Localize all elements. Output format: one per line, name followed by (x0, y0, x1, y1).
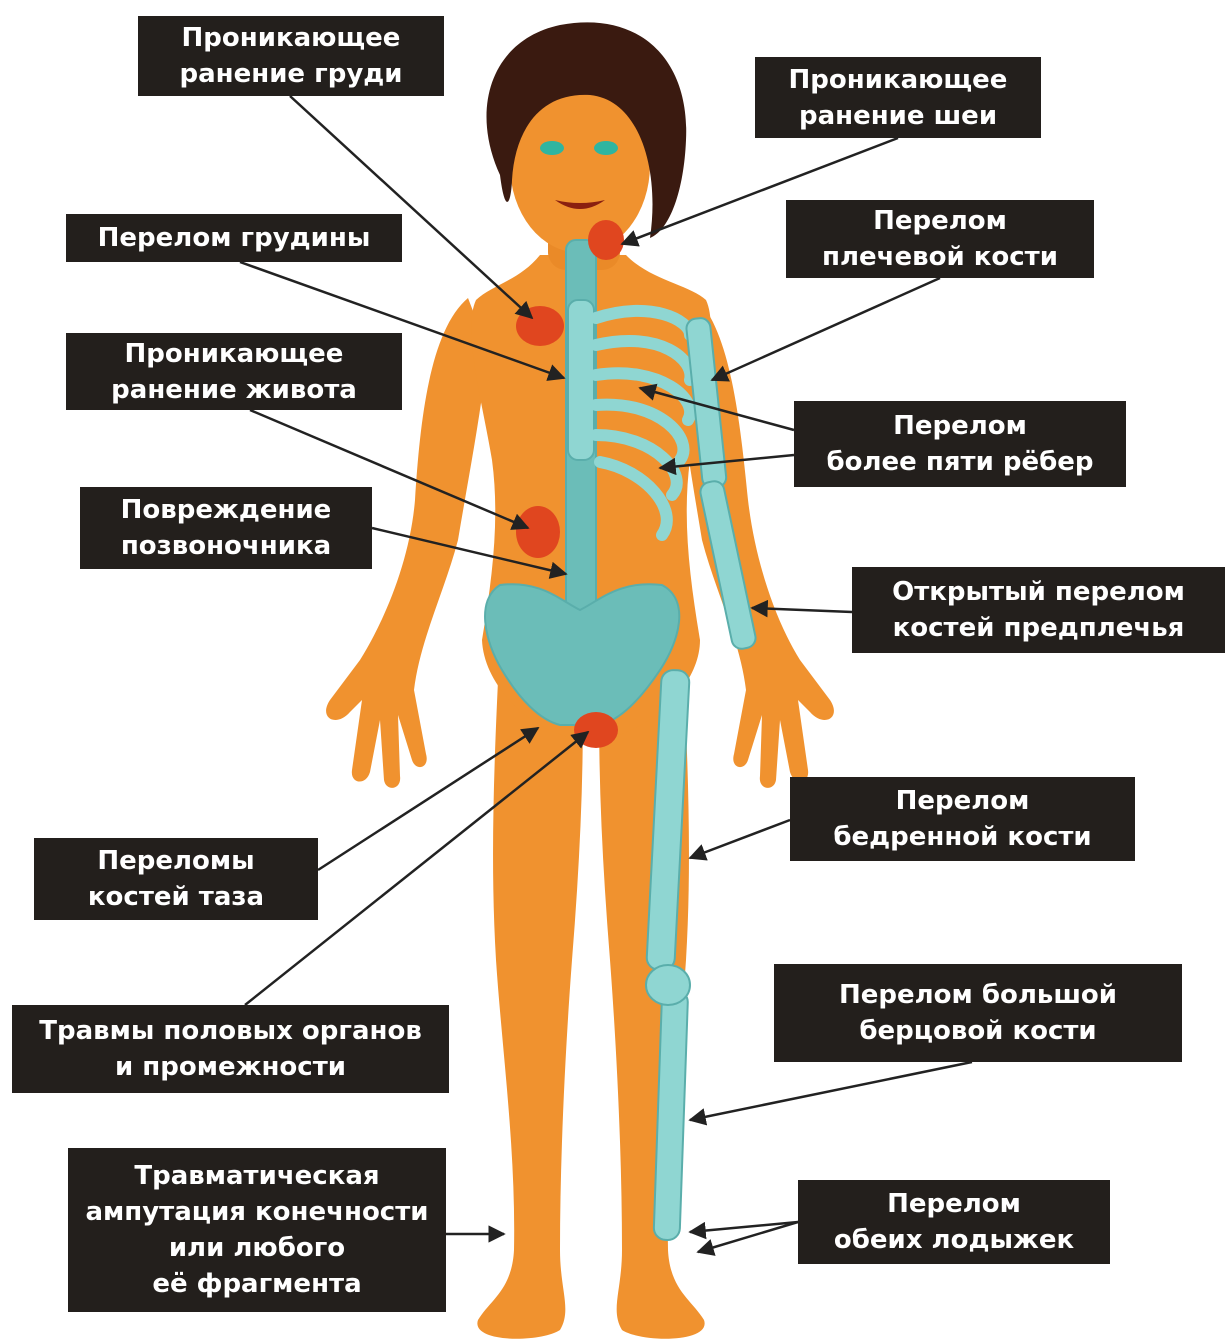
label-penetrating-neck-wound: Проникающее ранение шеи (755, 57, 1041, 138)
label-open-forearm-fracture: Открытый перелом костей предплечья (852, 567, 1225, 653)
label-both-ankles-fracture: Перелом обеих лодыжек (798, 1180, 1110, 1264)
label-penetrating-abdomen-wound: Проникающее ранение живота (66, 333, 402, 410)
leader-femur (690, 820, 790, 858)
label-traumatic-amputation: Травматическая ампутация конечности или … (68, 1148, 446, 1312)
chest-wound-marker (516, 306, 564, 346)
abdomen-wound-marker (516, 506, 560, 558)
label-ribs-fracture: Перелом более пяти рёбер (794, 401, 1126, 487)
genital-marker (574, 712, 618, 748)
label-penetrating-chest-wound: Проникающее ранение груди (138, 16, 444, 96)
knee-cap (646, 965, 690, 1005)
left-eye (540, 141, 564, 155)
label-sternum-fracture: Перелом грудины (66, 214, 402, 262)
label-humerus-fracture: Перелом плечевой кости (786, 200, 1094, 278)
label-femur-fracture: Перелом бедренной кости (790, 777, 1135, 861)
label-tibia-fracture: Перелом большой берцовой кости (774, 964, 1182, 1062)
label-genital-perineum-trauma: Травмы половых органов и промежности (12, 1005, 449, 1093)
neck-wound-marker (588, 220, 624, 260)
leader-humerus (712, 278, 940, 380)
label-pelvic-fractures: Переломы костей таза (34, 838, 318, 920)
right-eye (594, 141, 618, 155)
leader-tibia (690, 1062, 972, 1120)
label-spine-injury: Повреждение позвоночника (80, 487, 372, 569)
